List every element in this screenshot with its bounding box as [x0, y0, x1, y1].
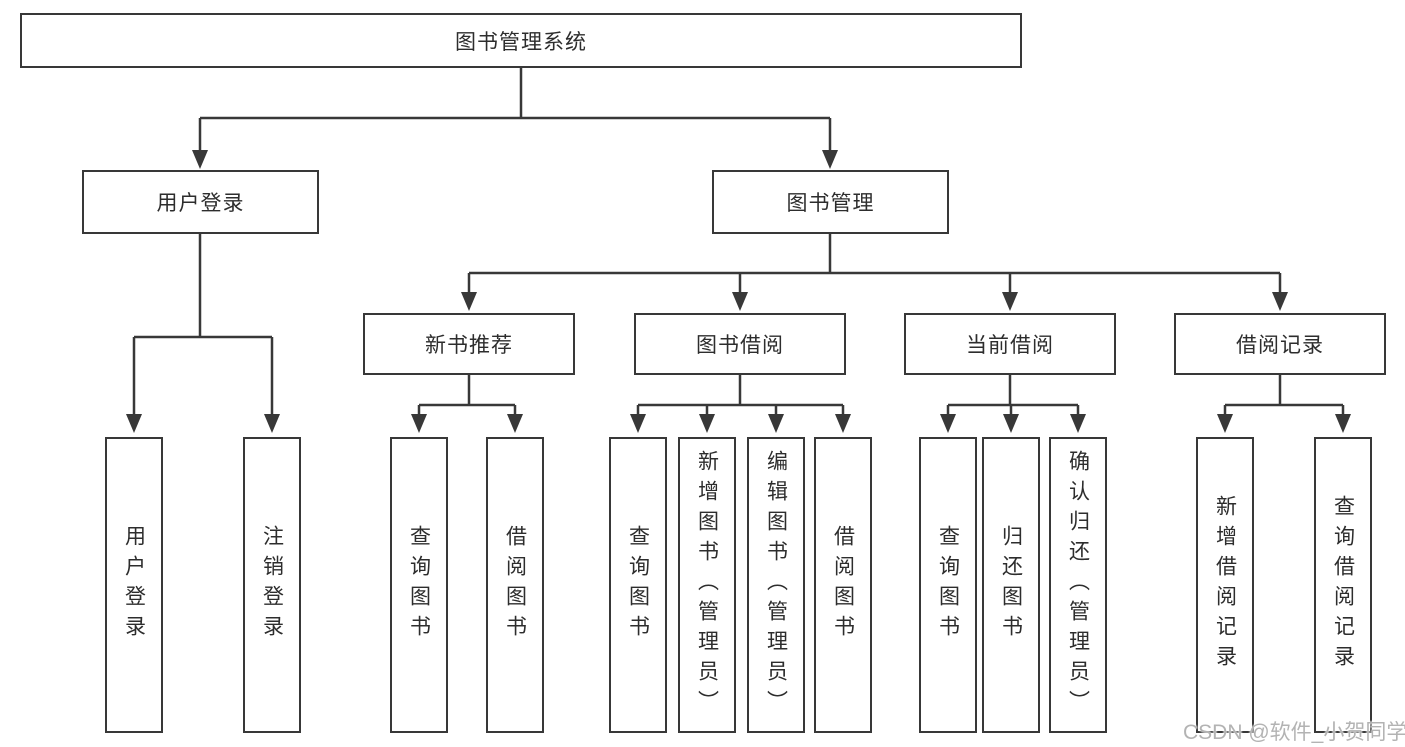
- node-leaf-confirm-return-admin: 确认归还（管理员）: [1049, 437, 1107, 733]
- node-borrowing-records: 借阅记录: [1174, 313, 1386, 375]
- node-leaf-add-borrow-record: 新增借阅记录: [1196, 437, 1254, 733]
- leaf-label: 查询图书: [407, 525, 431, 645]
- leaf-label: 新增借阅记录: [1213, 495, 1237, 675]
- leaf-label: 查询图书: [936, 525, 960, 645]
- node-leaf-query-books-3: 查询图书: [919, 437, 977, 733]
- leaf-label: 新增图书（管理员）: [695, 450, 719, 720]
- node-user-login: 用户登录: [82, 170, 319, 234]
- leaf-label: 借阅图书: [503, 525, 527, 645]
- leaf-label: 归还图书: [999, 525, 1023, 645]
- node-leaf-return-book: 归还图书: [982, 437, 1040, 733]
- node-current-borrowing: 当前借阅: [904, 313, 1116, 375]
- leaf-label: 注销登录: [260, 525, 284, 645]
- node-leaf-user-login: 用户登录: [105, 437, 163, 733]
- node-book-borrowing: 图书借阅: [634, 313, 846, 375]
- node-leaf-query-books-2: 查询图书: [609, 437, 667, 733]
- node-book-management: 图书管理: [712, 170, 949, 234]
- node-leaf-add-book-admin: 新增图书（管理员）: [678, 437, 736, 733]
- node-library-management-system: 图书管理系统: [20, 13, 1022, 68]
- node-leaf-borrow-books-2: 借阅图书: [814, 437, 872, 733]
- leaf-label: 借阅图书: [831, 525, 855, 645]
- leaf-label: 编辑图书（管理员）: [764, 450, 788, 720]
- node-leaf-logout: 注销登录: [243, 437, 301, 733]
- leaf-label: 确认归还（管理员）: [1066, 450, 1090, 720]
- leaf-label: 用户登录: [122, 525, 146, 645]
- leaf-label: 查询图书: [626, 525, 650, 645]
- node-new-book-recommendation: 新书推荐: [363, 313, 575, 375]
- leaf-label: 查询借阅记录: [1331, 495, 1355, 675]
- csdn-watermark: CSDN @软件_小贺同学: [1183, 721, 1405, 744]
- node-leaf-edit-book-admin: 编辑图书（管理员）: [747, 437, 805, 733]
- node-leaf-borrow-books-1: 借阅图书: [486, 437, 544, 733]
- node-leaf-query-books-1: 查询图书: [390, 437, 448, 733]
- node-leaf-query-borrow-record: 查询借阅记录: [1314, 437, 1372, 733]
